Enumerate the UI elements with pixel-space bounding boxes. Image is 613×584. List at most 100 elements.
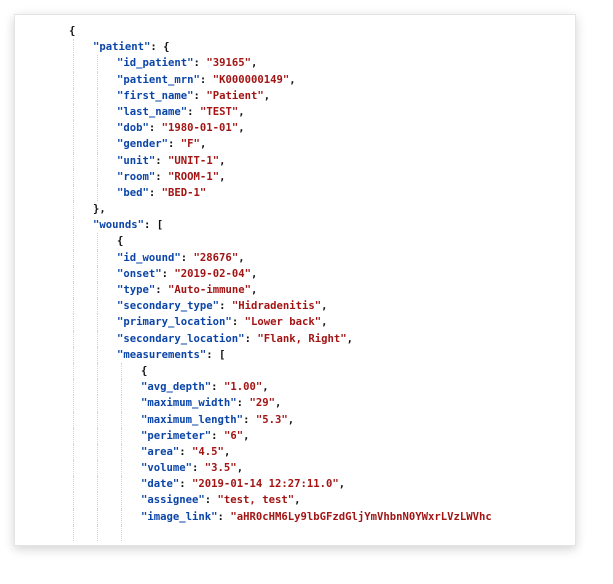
indent-guide bbox=[73, 443, 74, 461]
code-line: "perimeter": "6", bbox=[15, 427, 575, 444]
code-line: "id_wound": "28676", bbox=[15, 249, 575, 266]
json-punctuation: , bbox=[223, 445, 231, 458]
indent-guide bbox=[73, 103, 74, 121]
json-string-value: "UNIT-1" bbox=[168, 154, 220, 167]
indent-guide bbox=[97, 362, 98, 380]
code-text: "onset": "2019-02-04", bbox=[117, 266, 257, 282]
json-punctuation: : bbox=[211, 381, 224, 394]
indent-guide bbox=[97, 120, 98, 137]
indent-guide bbox=[73, 362, 74, 380]
json-punctuation: : bbox=[199, 73, 213, 86]
indent-guide bbox=[73, 395, 74, 412]
code-line: "room": "ROOM-1", bbox=[15, 168, 575, 185]
json-punctuation: : bbox=[243, 413, 256, 426]
code-line: "gender": "F", bbox=[15, 136, 575, 153]
json-string-value: "Hidradenitis" bbox=[231, 300, 322, 313]
code-text: "dob": "1980-01-01", bbox=[117, 120, 245, 136]
indent-guide bbox=[97, 249, 98, 266]
json-punctuation: , bbox=[199, 138, 207, 151]
code-text: { bbox=[141, 363, 147, 379]
indent-guide bbox=[73, 524, 74, 541]
json-punctuation: : bbox=[236, 397, 250, 410]
json-key: "patient_mrn" bbox=[117, 73, 200, 86]
json-punctuation: : bbox=[180, 251, 194, 264]
json-key: "dob" bbox=[117, 122, 149, 135]
code-line: "wounds": [ bbox=[15, 217, 575, 234]
json-punctuation: { bbox=[69, 25, 76, 37]
json-punctuation: : bbox=[192, 462, 205, 475]
code-line: { bbox=[15, 362, 575, 380]
json-key: "onset" bbox=[117, 267, 162, 280]
json-punctuation: , bbox=[338, 478, 346, 491]
json-key: "volume" bbox=[141, 462, 193, 475]
json-string-value: "1980-01-01" bbox=[161, 122, 239, 135]
json-punctuation: : bbox=[168, 138, 181, 151]
json-string-value: "Patient" bbox=[206, 89, 264, 102]
indent-guide bbox=[73, 411, 74, 428]
json-punctuation: { bbox=[117, 235, 124, 248]
code-line: "maximum_length": "5.3", bbox=[15, 411, 575, 428]
json-punctuation: : bbox=[187, 105, 200, 118]
indent-guide bbox=[97, 168, 98, 185]
indent-guide bbox=[97, 71, 98, 88]
code-line: "onset": "2019-02-04", bbox=[15, 265, 575, 282]
code-line: "type": "Auto-immune", bbox=[15, 282, 575, 299]
indent-guide bbox=[97, 152, 98, 169]
json-punctuation: , bbox=[238, 105, 245, 118]
code-text: "assignee": "test, test", bbox=[141, 492, 300, 508]
json-punctuation: , bbox=[250, 284, 258, 296]
indent-guide bbox=[73, 330, 74, 347]
json-punctuation: }, bbox=[93, 203, 106, 216]
json-string-value: "K000000149" bbox=[212, 73, 290, 86]
code-line: "avg_depth": "1.00", bbox=[15, 379, 575, 396]
json-punctuation: , bbox=[287, 413, 295, 426]
json-punctuation: : bbox=[179, 478, 193, 491]
json-key: "id_wound" bbox=[117, 251, 181, 264]
json-punctuation: : bbox=[193, 57, 207, 70]
indent-guide bbox=[73, 184, 74, 202]
code-text: "unit": "UNIT-1", bbox=[117, 153, 225, 169]
json-punctuation: : bbox=[231, 316, 245, 329]
code-text: "area": "4.5", bbox=[141, 444, 230, 460]
indent-guide bbox=[97, 492, 98, 509]
json-punctuation: , bbox=[243, 429, 250, 442]
code-line: "unit": "UNIT-1", bbox=[15, 152, 575, 169]
json-string-value: "2019-02-04" bbox=[174, 267, 251, 280]
indent-guide bbox=[73, 508, 74, 525]
indent-guide bbox=[73, 168, 74, 185]
code-text: "image_link": "aHR0cHM6Ly9lbGFzdGljYmVhb… bbox=[141, 509, 492, 525]
code-line: "maximum_width": "29", bbox=[15, 395, 575, 412]
json-punctuation: , bbox=[238, 122, 245, 135]
json-punctuation: : bbox=[155, 284, 169, 296]
code-text: "volume": "3.5", bbox=[141, 460, 243, 476]
json-string-value: "28676" bbox=[193, 251, 239, 264]
indent-guide bbox=[73, 71, 74, 88]
json-key: "patient" bbox=[93, 41, 151, 54]
code-line: "primary_location": "Lower back", bbox=[15, 314, 575, 331]
json-key: "type" bbox=[117, 284, 156, 296]
json-punctuation: : { bbox=[150, 41, 170, 54]
indent-guide bbox=[97, 282, 98, 299]
code-text: "id_patient": "39165", bbox=[117, 55, 257, 71]
indent-guide bbox=[97, 136, 98, 153]
json-punctuation: , bbox=[250, 57, 258, 70]
code-line: "id_patient": "39165", bbox=[15, 55, 575, 72]
indent-guide bbox=[73, 233, 74, 250]
json-punctuation: : bbox=[161, 267, 175, 280]
json-string-value: "4.5" bbox=[192, 445, 224, 458]
code-text: { bbox=[69, 23, 75, 39]
json-string-value: "ROOM-1" bbox=[168, 170, 220, 183]
indent-guide bbox=[73, 120, 74, 137]
code-line: "secondary_type": "Hidradenitis", bbox=[15, 298, 575, 315]
json-string-value: "TEST" bbox=[199, 105, 239, 118]
json-key: "perimeter" bbox=[141, 429, 212, 442]
json-string-value: "Flank, Right" bbox=[257, 332, 347, 345]
indent-guide bbox=[97, 524, 98, 541]
indent-guide bbox=[73, 201, 74, 218]
code-line: "bed": "BED-1" bbox=[15, 184, 575, 202]
code-text: "primary_location": "Lower back", bbox=[117, 314, 328, 330]
indent-guide bbox=[73, 87, 74, 104]
json-punctuation: , bbox=[236, 462, 244, 475]
json-string-value: "BED-1" bbox=[161, 186, 207, 199]
indent-guide bbox=[73, 346, 74, 363]
